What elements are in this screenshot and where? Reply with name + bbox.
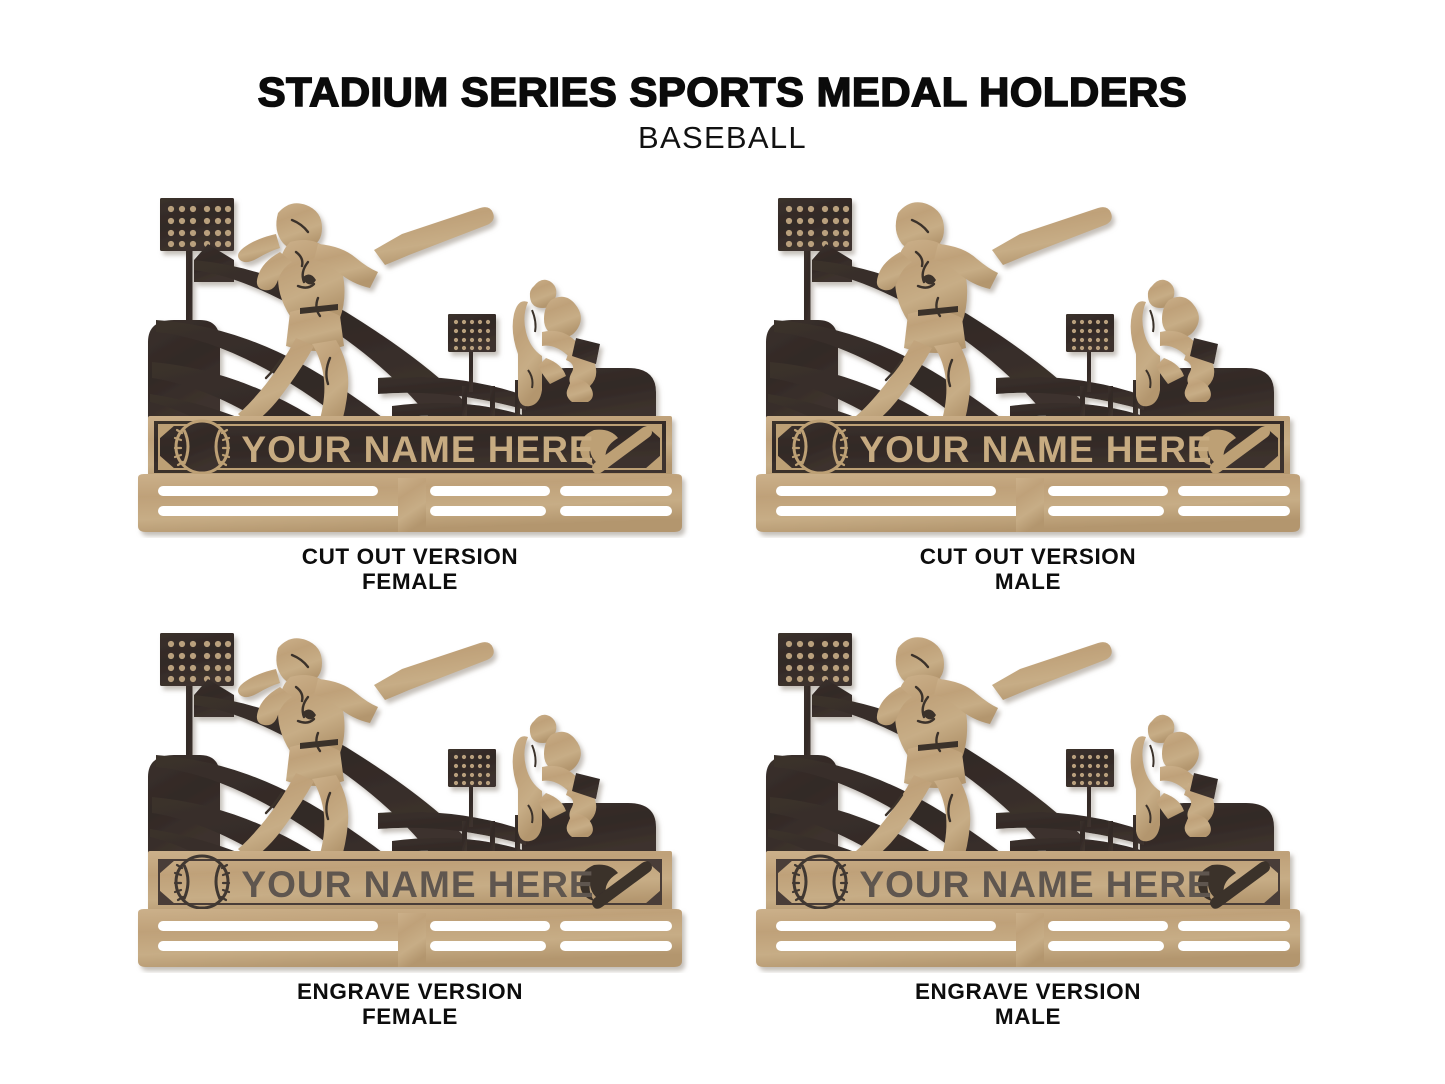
holder-caption-engrave-male: ENGRAVE VERSION MALE xyxy=(718,979,1338,1030)
nameplate-text: YOUR NAME HERE xyxy=(241,429,594,470)
holder-card-cut-out-female[interactable]: YOUR NAME HERE xyxy=(100,190,720,610)
pitcher-silhouette xyxy=(512,279,600,407)
baseball-icon xyxy=(791,419,849,475)
medal-hanger-bar xyxy=(756,474,1300,532)
bat-and-glove-icon xyxy=(1198,861,1270,909)
nameplate-text: YOUR NAME HERE xyxy=(241,864,594,905)
bat-and-glove-icon xyxy=(580,426,652,474)
stadium-light-tower-small xyxy=(1066,314,1114,392)
pitcher-silhouette xyxy=(512,714,600,842)
stadium-light-tower-large xyxy=(160,198,234,370)
stadium-light-tower-small xyxy=(448,749,496,827)
page-title: STADIUM SERIES SPORTS MEDAL HOLDERS xyxy=(257,69,1188,115)
stadium-light-tower-small xyxy=(1066,749,1114,827)
medal-hanger-bar xyxy=(138,474,682,532)
caption-line-2: FEMALE xyxy=(361,1004,459,1030)
stadium-light-tower-small xyxy=(448,314,496,392)
bat-and-glove-icon xyxy=(580,861,652,909)
medal-hanger-bar xyxy=(138,909,682,967)
caption-line-2: MALE xyxy=(994,1004,1062,1030)
medal-holder-artwork-engrave-male: YOUR NAME HERE xyxy=(756,633,1300,967)
holder-card-cut-out-male[interactable]: YOUR NAME HERE xyxy=(718,190,1338,610)
caption-line-1: ENGRAVE VERSION xyxy=(296,979,524,1004)
baseball-icon xyxy=(173,854,231,910)
page-subtitle: BASEBALL xyxy=(638,119,807,155)
batter-female-silhouette xyxy=(221,638,494,873)
batter-female-silhouette xyxy=(221,203,494,438)
stadium-light-tower-large xyxy=(160,633,234,805)
medal-holder-artwork-cut-out-male: YOUR NAME HERE xyxy=(756,198,1300,532)
medal-hanger-bar xyxy=(756,909,1300,967)
baseball-icon xyxy=(173,419,231,475)
baseball-icon xyxy=(791,854,849,910)
nameplate-cut-out-female: YOUR NAME HERE xyxy=(148,416,672,478)
holder-card-engrave-female[interactable]: YOUR NAME HERE xyxy=(100,625,720,1045)
medal-holder-artwork-cut-out-female: YOUR NAME HERE xyxy=(138,198,682,532)
batter-male-silhouette xyxy=(839,637,1112,875)
stadium-light-tower-large xyxy=(778,633,852,805)
nameplate-text: YOUR NAME HERE xyxy=(859,429,1212,470)
caption-line-2: MALE xyxy=(994,569,1062,595)
caption-line-1: CUT OUT VERSION xyxy=(301,544,519,569)
holder-caption-cut-out-male: CUT OUT VERSION MALE xyxy=(718,544,1338,595)
medal-holder-artwork-engrave-female: YOUR NAME HERE xyxy=(138,633,682,967)
stadium-light-tower-large xyxy=(778,198,852,370)
poster-header: STADIUM SERIES SPORTS MEDAL HOLDERS BASE… xyxy=(0,69,1445,156)
pitcher-silhouette xyxy=(1130,714,1218,842)
nameplate-text: YOUR NAME HERE xyxy=(859,864,1212,905)
caption-line-1: ENGRAVE VERSION xyxy=(914,979,1142,1004)
holder-grid: YOUR NAME HERE xyxy=(0,190,1445,1070)
bat-and-glove-icon xyxy=(1198,426,1270,474)
caption-line-2: FEMALE xyxy=(361,569,459,595)
nameplate-engrave-female: YOUR NAME HERE xyxy=(148,851,672,913)
nameplate-cut-out-male: YOUR NAME HERE xyxy=(766,416,1290,478)
pitcher-silhouette xyxy=(1130,279,1218,407)
holder-caption-engrave-female: ENGRAVE VERSION FEMALE xyxy=(100,979,720,1030)
caption-line-1: CUT OUT VERSION xyxy=(919,544,1137,569)
nameplate-engrave-male: YOUR NAME HERE xyxy=(766,851,1290,913)
holder-caption-cut-out-female: CUT OUT VERSION FEMALE xyxy=(100,544,720,595)
holder-card-engrave-male[interactable]: YOUR NAME HERE xyxy=(718,625,1338,1045)
